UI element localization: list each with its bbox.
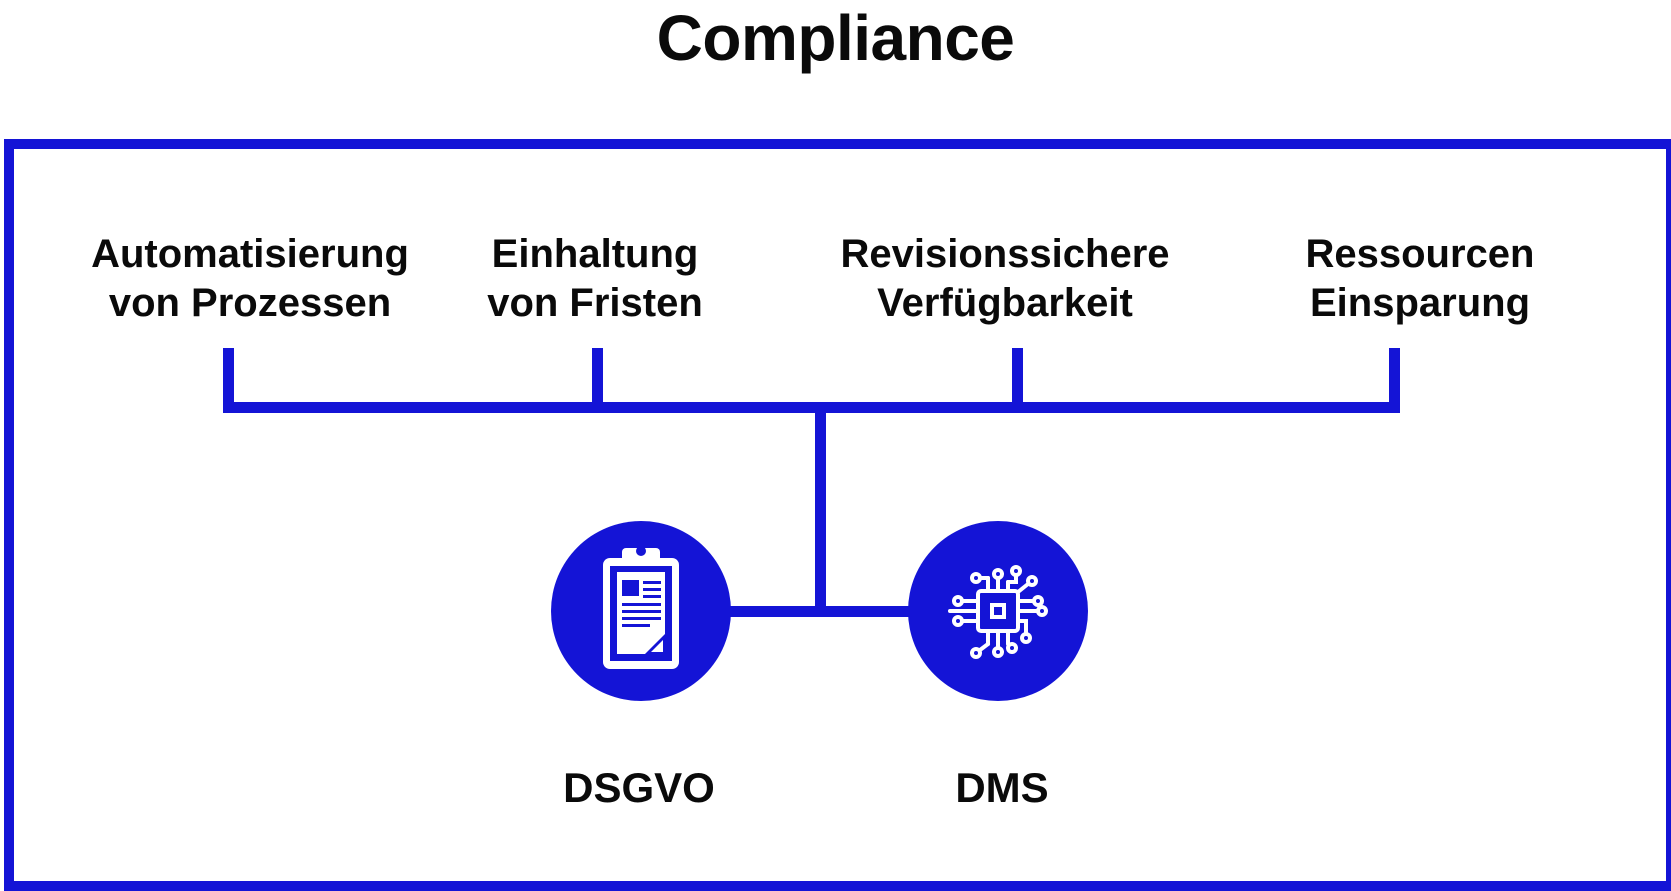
benefit-line1: Revisionssichere: [840, 232, 1170, 276]
benefit-label-deadlines: Einhaltung von Fristen: [470, 230, 720, 328]
drop-line-3: [1012, 348, 1023, 404]
node-link-line: [720, 606, 920, 617]
benefit-line2: von Prozessen: [108, 281, 392, 325]
trunk-line: [815, 402, 826, 616]
drop-line-1: [223, 348, 234, 413]
benefit-line2: von Fristen: [487, 281, 703, 325]
benefit-line2: Einsparung: [1309, 281, 1531, 325]
circuit-chip-icon: [948, 565, 1048, 659]
benefit-line1: Automatisierung: [91, 232, 409, 276]
dms-node: [908, 521, 1088, 701]
dms-label: DMS: [955, 764, 1049, 811]
dsgvo-node: [551, 521, 731, 701]
bus-line: [223, 402, 1400, 413]
drop-line-2: [592, 348, 603, 404]
benefit-label-availability: Revisionssichere Verfügbarkeit: [830, 230, 1180, 328]
dsgvo-label: DSGVO: [563, 764, 715, 811]
benefit-line1: Einhaltung: [491, 232, 699, 276]
diagram-title: Compliance: [656, 2, 1015, 74]
benefit-label-automation: Automatisierung von Prozessen: [80, 230, 420, 328]
clipboard-document-icon: [603, 546, 679, 669]
benefit-line1: Ressourcen: [1305, 232, 1535, 276]
diagram-frame: [4, 139, 1671, 891]
drop-line-4: [1389, 348, 1400, 413]
benefit-label-resources: Ressourcen Einsparung: [1290, 230, 1550, 328]
benefit-line2: Verfügbarkeit: [877, 281, 1133, 325]
